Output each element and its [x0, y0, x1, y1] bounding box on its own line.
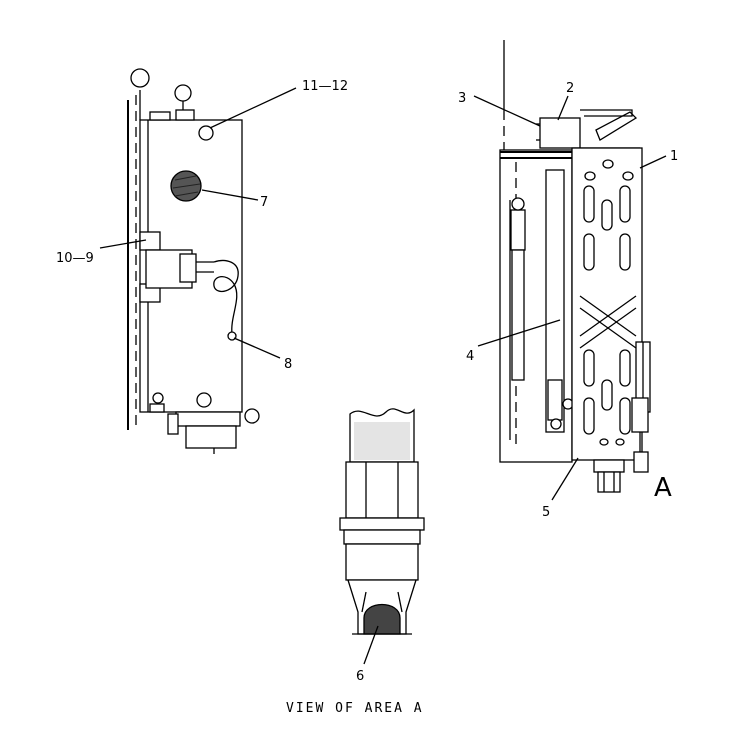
callout-10-9: 10—9 [56, 251, 94, 266]
callout-11-12: 11—12 [302, 79, 348, 94]
detail-view-fitting [339, 408, 425, 665]
callout-4: 4 [466, 349, 474, 364]
area-letter: A [654, 473, 672, 503]
callout-1: 1 [670, 149, 678, 164]
callout-8: 8 [284, 357, 292, 372]
callout-3: 3 [458, 91, 466, 106]
callout-5: 5 [542, 505, 550, 520]
callout-2: 2 [566, 81, 574, 96]
callout-7: 7 [260, 195, 268, 210]
left-leaders [99, 87, 297, 359]
callout-labels: 11—12 7 10—9 8 2 3 1 4 5 6 A VIEW OF ARE… [56, 79, 678, 716]
callout-6: 6 [356, 669, 364, 684]
view-caption: VIEW OF AREA A [286, 701, 424, 716]
left-assembly [127, 68, 260, 454]
right-leaders [473, 95, 667, 501]
right-assembly [499, 40, 651, 493]
